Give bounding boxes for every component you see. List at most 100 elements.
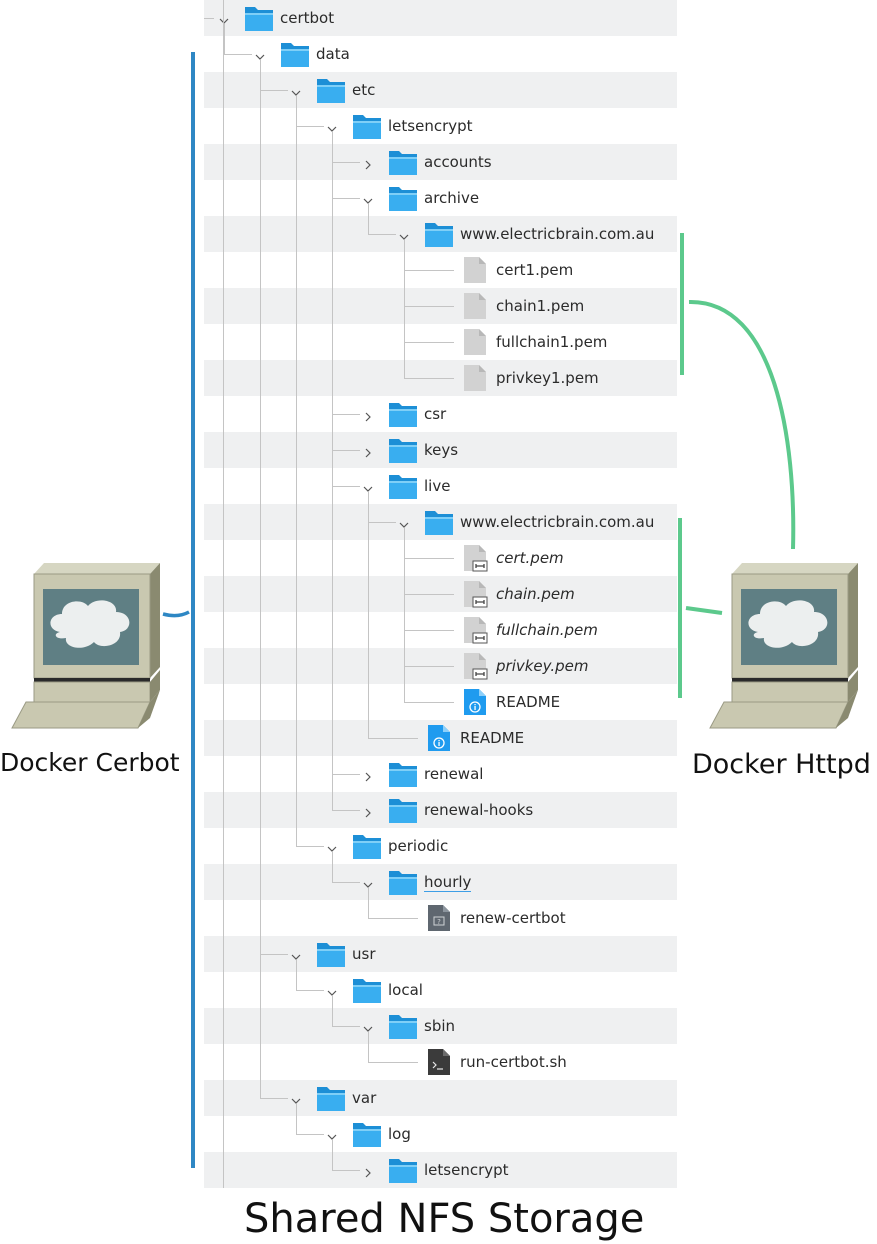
- tree-row[interactable]: etc: [204, 72, 677, 108]
- tree-row[interactable]: local: [204, 972, 677, 1008]
- tree-row[interactable]: certbot: [204, 0, 677, 36]
- tree-guide-line: [368, 492, 369, 738]
- chevron-down-icon[interactable]: [218, 12, 230, 24]
- tree-connector-line: [368, 522, 396, 523]
- folder-icon: [388, 1156, 418, 1184]
- httpd-archive-connector: [688, 299, 796, 550]
- tree-connector-line: [296, 846, 324, 847]
- chevron-right-icon[interactable]: [362, 156, 374, 170]
- symlink-file-icon: [460, 616, 490, 644]
- folder-icon: [316, 76, 346, 104]
- tree-row[interactable]: data: [204, 36, 677, 72]
- tree-row[interactable]: letsencrypt: [204, 1152, 677, 1188]
- tree-item-label: run-certbot.sh: [460, 1053, 567, 1071]
- chevron-down-icon[interactable]: [326, 984, 338, 996]
- tree-connector-line: [332, 486, 360, 487]
- tree-connector-line: [332, 450, 360, 451]
- tree-connector-line: [332, 1170, 360, 1171]
- tree-connector-line: [332, 414, 360, 415]
- tree-row[interactable]: usr: [204, 936, 677, 972]
- folder-icon: [388, 1012, 418, 1040]
- folder-icon: [388, 868, 418, 896]
- tree-row[interactable]: csr: [204, 396, 677, 432]
- tree-row[interactable]: www.electricbrain.com.au: [204, 504, 677, 540]
- tree-connector-line: [404, 270, 454, 271]
- chevron-down-icon[interactable]: [254, 48, 266, 60]
- tree-connector-line: [332, 198, 360, 199]
- tree-connector-line: [332, 1026, 360, 1027]
- chevron-right-icon[interactable]: [362, 1164, 374, 1178]
- tree-item-label: cert.pem: [496, 549, 564, 567]
- tree-guide-line: [296, 960, 297, 990]
- tree-row[interactable]: accounts: [204, 144, 677, 180]
- tree-connector-line: [404, 378, 454, 379]
- tree-row[interactable]: ?renew-certbot: [204, 900, 677, 936]
- tree-row[interactable]: README: [204, 720, 677, 756]
- docker-httpd-computer-icon: [709, 563, 858, 729]
- tree-row[interactable]: hourly: [204, 864, 677, 900]
- folder-icon: [424, 508, 454, 536]
- httpd-live-connector: [685, 606, 723, 615]
- tree-row[interactable]: periodic: [204, 828, 677, 864]
- chevron-down-icon[interactable]: [290, 1092, 302, 1104]
- tree-row[interactable]: run-certbot.sh: [204, 1044, 677, 1080]
- chevron-down-icon[interactable]: [398, 516, 410, 528]
- tree-row[interactable]: renewal-hooks: [204, 792, 677, 828]
- tree-row[interactable]: archive: [204, 180, 677, 216]
- tree-connector-line: [296, 990, 324, 991]
- tree-row[interactable]: privkey.pem: [204, 648, 677, 684]
- tree-item-label: fullchain.pem: [496, 621, 598, 639]
- tree-item-label: letsencrypt: [388, 117, 473, 135]
- tree-item-label: README: [460, 729, 525, 747]
- tree-row[interactable]: www.electricbrain.com.au: [204, 216, 677, 252]
- chevron-down-icon[interactable]: [290, 84, 302, 96]
- tree-row[interactable]: renewal: [204, 756, 677, 792]
- chevron-down-icon[interactable]: [362, 480, 374, 492]
- tree-item-label: archive: [424, 189, 480, 207]
- tree-connector-line: [296, 1134, 324, 1135]
- tree-connector-line: [404, 666, 454, 667]
- tree-connector-line: [368, 738, 418, 739]
- folder-icon: [388, 184, 418, 212]
- chevron-down-icon[interactable]: [290, 948, 302, 960]
- folder-icon: [316, 940, 346, 968]
- tree-guide-line: [368, 204, 369, 234]
- tree-guide-line: [332, 132, 333, 810]
- tree-row[interactable]: log: [204, 1116, 677, 1152]
- tree-item-label: letsencrypt: [424, 1161, 509, 1179]
- tree-row[interactable]: keys: [204, 432, 677, 468]
- info-file-icon: [424, 724, 454, 752]
- cerbot-connector: [162, 610, 190, 618]
- tree-row[interactable]: live: [204, 468, 677, 504]
- chevron-right-icon[interactable]: [362, 408, 374, 422]
- folder-icon: [388, 148, 418, 176]
- tree-guide-line: [296, 1104, 297, 1134]
- chevron-right-icon[interactable]: [362, 768, 374, 782]
- tree-connector-line: [332, 882, 360, 883]
- tree-item-label: accounts: [424, 153, 492, 171]
- tree-connector-line: [224, 54, 252, 55]
- chevron-down-icon[interactable]: [326, 120, 338, 132]
- chevron-down-icon[interactable]: [362, 1020, 374, 1032]
- chevron-right-icon[interactable]: [362, 804, 374, 818]
- diagram-title: Shared NFS Storage: [244, 1196, 645, 1242]
- chevron-down-icon[interactable]: [326, 1128, 338, 1140]
- tree-item-label: etc: [352, 81, 376, 99]
- tree-guide-line: [404, 240, 405, 378]
- tree-connector-line: [404, 342, 454, 343]
- chevron-down-icon[interactable]: [362, 192, 374, 204]
- chevron-right-icon[interactable]: [362, 444, 374, 458]
- tree-connector-line: [404, 630, 454, 631]
- chevron-down-icon[interactable]: [398, 228, 410, 240]
- chevron-down-icon[interactable]: [326, 840, 338, 852]
- tree-row[interactable]: sbin: [204, 1008, 677, 1044]
- tree-guide-line: [332, 852, 333, 882]
- chevron-down-icon[interactable]: [362, 876, 374, 888]
- tree-item-label: csr: [424, 405, 447, 423]
- tree-guide-line: [368, 1032, 369, 1062]
- tree-guide-line: [368, 888, 369, 918]
- file-icon: [460, 364, 490, 392]
- tree-row[interactable]: letsencrypt: [204, 108, 677, 144]
- tree-item-label: chain.pem: [496, 585, 575, 603]
